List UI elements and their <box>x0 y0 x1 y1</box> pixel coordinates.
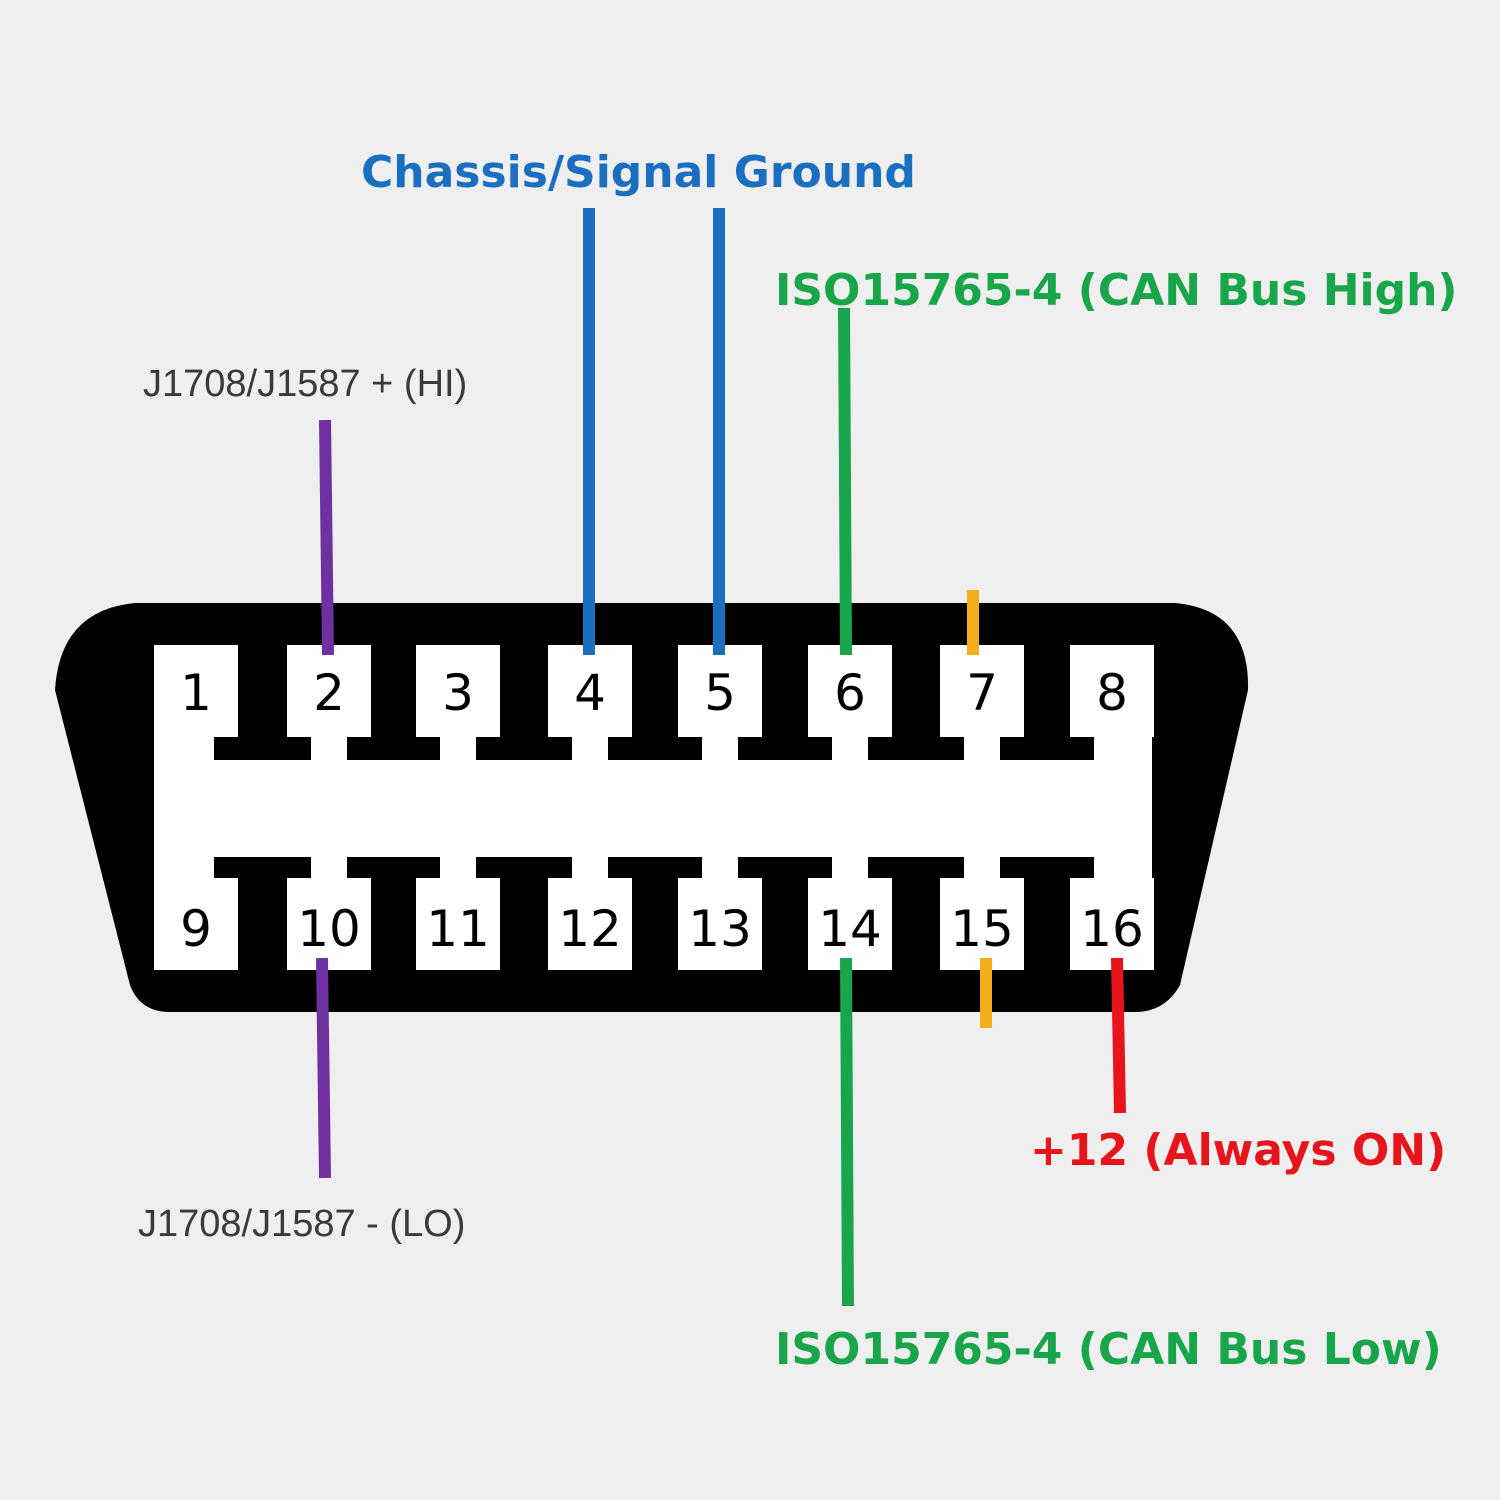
power-label: +12 (Always ON) <box>1030 1125 1446 1176</box>
pin-9-number: 9 <box>180 900 212 958</box>
pin-10-face <box>287 878 371 970</box>
pin-4-face <box>548 645 632 737</box>
cavity-notch <box>572 852 608 882</box>
wire-pin-14 <box>840 957 854 1307</box>
pin-7-face <box>940 645 1024 737</box>
pin-14-face <box>808 878 892 970</box>
j1708-lo-label: J1708/J1587 - (LO) <box>138 1203 465 1245</box>
pin-2-face <box>287 645 371 737</box>
top-pin-row: 1 2 3 4 5 6 7 8 <box>154 645 1154 737</box>
wire-pin-6 <box>838 307 852 656</box>
cavity-notch <box>1130 852 1152 882</box>
pin-3-face <box>416 645 500 737</box>
pin-11-number: 11 <box>426 900 490 958</box>
cavity-notch <box>1094 735 1130 765</box>
cavity-notch <box>832 735 868 765</box>
cavity-notch <box>178 852 214 882</box>
connector-cavity <box>154 735 1152 882</box>
cavity-notch <box>154 852 179 882</box>
ground-label: Chassis/Signal Ground <box>361 147 916 198</box>
pin-2-number: 2 <box>313 664 345 722</box>
cavity-notch <box>572 735 608 765</box>
pin-8-face <box>1070 645 1154 737</box>
pin-16-face <box>1070 878 1154 970</box>
pin-12-face <box>548 878 632 970</box>
pin-8-number: 8 <box>1096 664 1128 722</box>
pin-12-number: 12 <box>558 900 622 958</box>
pin-1-number: 1 <box>180 664 212 722</box>
pin-5-face <box>678 645 762 737</box>
cavity-notch <box>1094 852 1130 882</box>
cavity-notch <box>964 852 1000 882</box>
pin-9-face <box>154 878 238 970</box>
wire-pin-10 <box>316 957 331 1179</box>
pin-1-face <box>154 645 238 737</box>
cavity-notch <box>311 735 347 765</box>
j1708-hi-label: J1708/J1587 + (HI) <box>143 363 467 405</box>
pin-14-number: 14 <box>818 900 882 958</box>
pin-15-face <box>940 878 1024 970</box>
cavity-notch <box>440 735 476 765</box>
cavity-notch <box>702 852 738 882</box>
cavity-notch <box>154 735 179 765</box>
cavity-notch <box>702 735 738 765</box>
can-high-label: ISO15765-4 (CAN Bus High) <box>775 265 1458 316</box>
bottom-pin-row: 9 10 11 12 13 14 15 16 <box>154 878 1154 970</box>
pin-16-number: 16 <box>1080 900 1144 958</box>
pin-15-number: 15 <box>950 900 1014 958</box>
cavity-notch <box>178 735 214 765</box>
pin-11-face <box>416 878 500 970</box>
pin-13-face <box>678 878 762 970</box>
wire-pin-16 <box>1111 957 1126 1114</box>
pin-6-face <box>808 645 892 737</box>
cavity-notch <box>964 735 1000 765</box>
wires <box>316 208 1126 1307</box>
pin-4-number: 4 <box>574 664 606 722</box>
pin-10-number: 10 <box>297 900 361 958</box>
pin-3-number: 3 <box>442 664 474 722</box>
cavity-band <box>154 760 1152 857</box>
pin-7-number: 7 <box>966 664 998 722</box>
cavity-notch <box>832 852 868 882</box>
cavity-notch <box>440 852 476 882</box>
pin-13-number: 13 <box>688 900 752 958</box>
wire-pin-2 <box>319 419 334 656</box>
pin-6-number: 6 <box>834 664 866 722</box>
pin-5-number: 5 <box>704 664 736 722</box>
cavity-notch <box>311 852 347 882</box>
can-low-label: ISO15765-4 (CAN Bus Low) <box>775 1324 1442 1375</box>
cavity-notch <box>1130 735 1152 765</box>
